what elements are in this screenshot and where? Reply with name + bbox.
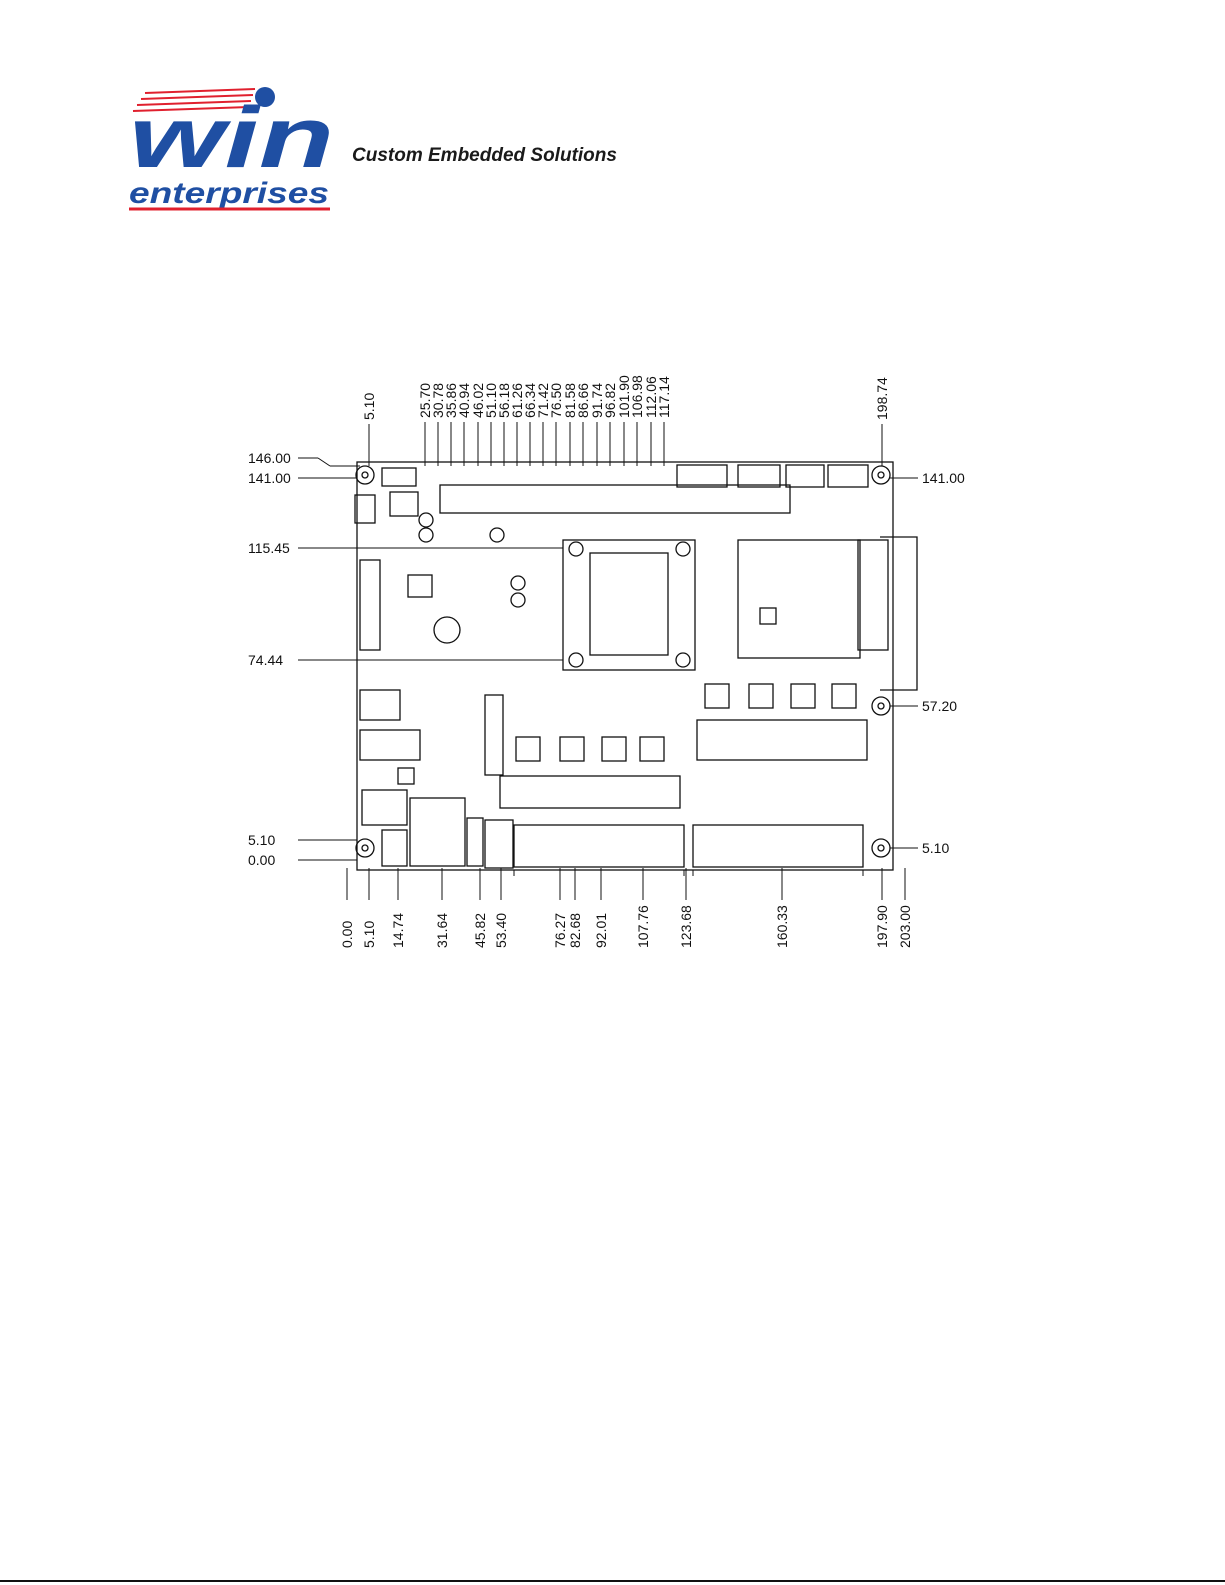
logo-enterprises-text: enterprises bbox=[129, 177, 329, 210]
tagline: Custom Embedded Solutions bbox=[352, 145, 617, 166]
bottom-dim-label: 76.27 bbox=[552, 913, 568, 948]
top-dim-label: 51.10 bbox=[483, 383, 499, 418]
top-dim-label: 86.66 bbox=[575, 383, 591, 418]
bottom-dim-label: 123.68 bbox=[678, 905, 694, 948]
top-dim-label: 112.06 bbox=[643, 376, 659, 418]
top-dim-label: 81.58 bbox=[562, 383, 578, 418]
top-dim-label: 96.82 bbox=[602, 383, 618, 418]
top-dim-label: 106.98 bbox=[629, 375, 645, 418]
top-dim-label: 101.90 bbox=[616, 375, 632, 418]
bottom-dim-label: 14.74 bbox=[390, 913, 406, 948]
top-dim-label: 76.50 bbox=[548, 383, 564, 418]
top-dim-label: 71.42 bbox=[535, 383, 551, 418]
top-dim-label: 46.02 bbox=[470, 383, 486, 418]
right-dim-label: 5.10 bbox=[922, 840, 949, 856]
bottom-dim-label: 0.00 bbox=[339, 921, 355, 948]
top-dim-label: 25.70 bbox=[417, 383, 433, 418]
top-dim-label: 117.14 bbox=[656, 376, 672, 418]
top-dim-label: 30.78 bbox=[430, 383, 446, 418]
top-dim-label: 66.34 bbox=[522, 383, 538, 418]
top-dim-label: 5.10 bbox=[361, 393, 377, 420]
bottom-dim-label: 160.33 bbox=[774, 905, 790, 948]
left-dim-label: 141.00 bbox=[248, 470, 291, 486]
logo-win-text: win bbox=[129, 90, 334, 186]
bottom-dim-label: 53.40 bbox=[493, 913, 509, 948]
bottom-dim-label: 45.82 bbox=[472, 913, 488, 948]
bottom-dim-label: 92.01 bbox=[593, 913, 609, 948]
left-dim-label: 146.00 bbox=[248, 450, 291, 466]
win-enterprises-logo: win enterprises bbox=[129, 87, 334, 211]
bottom-dim-label: 197.90 bbox=[874, 905, 890, 948]
top-dim-label: 61.26 bbox=[509, 383, 525, 418]
left-dim-line bbox=[317, 457, 331, 467]
bottom-dim-label: 82.68 bbox=[567, 913, 583, 948]
right-dim-label: 141.00 bbox=[922, 470, 965, 486]
footer-rule bbox=[0, 1580, 1225, 1582]
top-dim-label: 40.94 bbox=[456, 383, 472, 418]
bottom-dim-label: 5.10 bbox=[361, 921, 377, 948]
top-dim-label: 35.86 bbox=[443, 383, 459, 418]
logo-dot bbox=[255, 87, 275, 107]
left-dim-label: 115.45 bbox=[248, 540, 290, 556]
left-dim-label: 5.10 bbox=[248, 832, 275, 848]
bottom-dim-label: 31.64 bbox=[434, 913, 450, 948]
swoosh-lines bbox=[132, 88, 256, 112]
top-dim-label: 198.74 bbox=[874, 377, 890, 420]
bottom-dim-label: 107.76 bbox=[635, 905, 651, 948]
pcb-outline bbox=[354, 461, 918, 871]
left-dim-label: 0.00 bbox=[248, 852, 275, 868]
right-dim-label: 57.20 bbox=[922, 698, 957, 714]
bottom-dim-label: 203.00 bbox=[897, 905, 913, 948]
top-dim-label: 91.74 bbox=[589, 383, 605, 418]
top-dim-label: 56.18 bbox=[496, 383, 512, 418]
left-dim-label: 74.44 bbox=[248, 652, 283, 668]
